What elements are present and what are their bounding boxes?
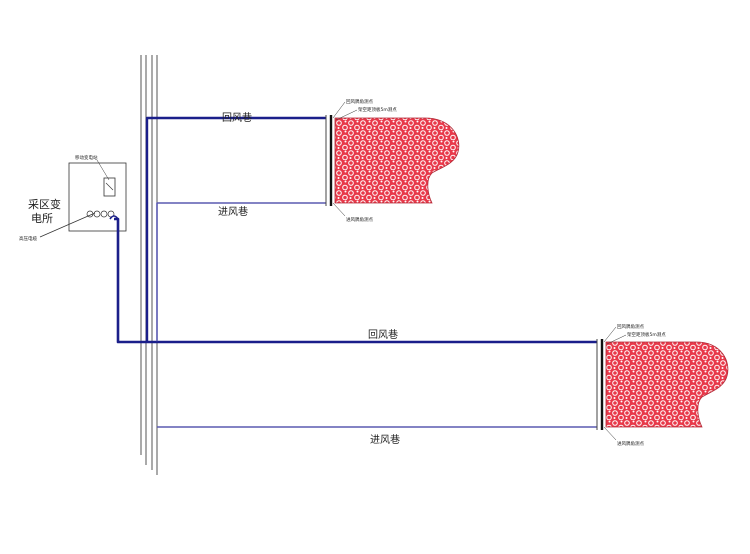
lower-return-airway-label: 回风巷 <box>368 329 398 341</box>
upper-return-airway-label: 回风巷 <box>222 112 252 124</box>
lower-note-3-leader <box>603 426 617 441</box>
cable-label: 高压电缆 <box>19 235 37 242</box>
upper-intake-airway <box>156 202 326 342</box>
switch-leader <box>96 159 110 181</box>
lower-goaf <box>605 341 729 428</box>
upper-note-3-leader <box>332 202 346 217</box>
lower-note-2: 架空距顶板5m测点 <box>627 331 666 338</box>
upper-working-face: 回风隅角测点 架空距顶板5m测点 进风隅角测点 回风巷 进风巷 <box>145 98 460 342</box>
lower-note-2-leader <box>606 334 627 345</box>
substation-label-line1: 采区变 <box>28 197 61 211</box>
lower-working-face: 回风隅角测点 架空距顶板5m测点 进风隅角测点 回风巷 进风巷 <box>152 323 729 447</box>
upper-note-2: 架空距顶板5m测点 <box>358 106 397 113</box>
cable-leader <box>39 212 96 238</box>
power-cable-loop <box>109 215 119 220</box>
substation: 采区变 电所 高压电缆 移动变电站 <box>19 154 127 242</box>
switch-icon-3 <box>100 210 108 218</box>
upper-return-airway <box>145 116 326 342</box>
substation-label-line2: 电所 <box>31 212 53 225</box>
power-cable <box>114 217 597 344</box>
upper-note-1: 回风隅角测点 <box>346 98 373 105</box>
transformer-icon <box>103 177 116 197</box>
upper-note-2-leader <box>335 109 358 121</box>
lower-note-1-leader <box>603 326 617 343</box>
lower-note-3: 进风隅角测点 <box>617 440 644 447</box>
upper-note-1-leader <box>332 101 346 119</box>
lower-note-1: 回风隅角测点 <box>617 323 644 330</box>
transformer-mark <box>105 182 114 191</box>
lower-intake-airway-label: 进风巷 <box>370 434 400 446</box>
switch-label: 移动变电站 <box>75 154 98 161</box>
upper-note-3: 进风隅角测点 <box>346 216 373 223</box>
switch-icon-2 <box>93 210 101 218</box>
upper-goaf <box>334 117 460 204</box>
substation-box <box>68 162 127 232</box>
upper-intake-airway-label: 进风巷 <box>218 206 248 218</box>
